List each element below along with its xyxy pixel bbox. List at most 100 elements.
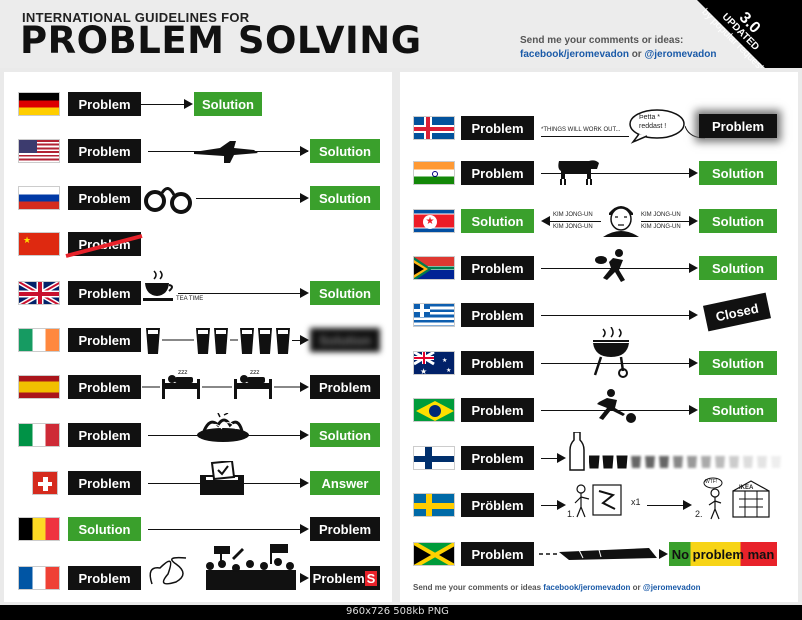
svg-text:zzz: zzz — [250, 369, 259, 376]
wtf-label: WTF! — [705, 479, 718, 485]
row-brazil: Problem Solution — [413, 389, 793, 424]
twitter-link[interactable]: @jeromevadon — [644, 49, 717, 60]
things-will-work-out-label: *THINGS WILL WORK OUT... — [541, 127, 621, 133]
solution-box: Solution — [461, 209, 534, 233]
problem-box-shadowed: Problem — [699, 114, 777, 138]
arrow-line — [541, 458, 561, 459]
image-viewer-status-bar: 960x726 508kb PNG — [0, 605, 802, 620]
problem-box: Problem — [461, 351, 534, 375]
arrow-head — [184, 99, 193, 109]
censor-strike-icon — [65, 234, 143, 258]
row-north-korea: ★ Solution KIM JONG-UN KIM JONG-UN KIM J… — [413, 206, 793, 237]
arrow-head — [557, 453, 566, 463]
footer-twitter-link[interactable]: @jeromevadon — [642, 583, 701, 592]
problem-box: Problem — [461, 446, 534, 470]
row-spain: Problem zzz zzz Problem — [18, 369, 388, 401]
flag-jamaica — [413, 542, 455, 566]
petta-label: Þetta * — [639, 114, 661, 121]
svg-text:★: ★ — [446, 367, 451, 374]
facebook-link[interactable]: facebook/jeromevadon — [520, 49, 629, 60]
arrow-head — [300, 146, 309, 156]
arrow-head-left — [541, 216, 550, 226]
shot-glasses-icon — [589, 455, 781, 469]
kim-jong-un-portrait-icon — [603, 206, 639, 237]
arrow-line — [541, 363, 691, 364]
flag-north-korea: ★ — [413, 209, 455, 233]
ikea-instructions-icon — [574, 484, 622, 518]
row-switzerland: Problem Answer — [18, 461, 388, 497]
answer-box: Answer — [310, 471, 380, 495]
solution-box: Solution — [699, 256, 777, 280]
footer-contact: Send me your comments or ideas facebook/… — [413, 583, 700, 592]
reddast-label: reddast ! — [639, 123, 667, 130]
arrow-line — [541, 136, 629, 137]
problem-box: Problem — [461, 256, 534, 280]
no-problem-man-box: No problem man — [669, 542, 777, 566]
arrow-head — [689, 358, 698, 368]
row-jamaica: Problem No problem man — [413, 542, 793, 568]
problem-box: Problem — [461, 116, 534, 140]
problem-box: Problem — [461, 542, 534, 566]
row-iceland: Problem *THINGS WILL WORK OUT... Þetta *… — [413, 109, 793, 144]
arrow-line — [292, 340, 304, 341]
problems-prefix: Problem — [312, 570, 365, 586]
flag-uk — [18, 281, 60, 305]
arrow-head — [689, 310, 698, 320]
arrow-line — [541, 173, 691, 174]
teacup-icon — [143, 270, 173, 301]
arrow-line — [647, 505, 687, 506]
row-uk: Problem TEA TIME Solution — [18, 270, 388, 307]
solution-box: Solution — [699, 351, 777, 375]
solution-box: Solution — [68, 517, 141, 541]
arrow-line — [148, 529, 302, 530]
svg-text:★: ★ — [420, 367, 427, 375]
arrow-head — [689, 263, 698, 273]
row-germany: Problem Solution — [18, 92, 388, 118]
problem-box: Problem — [68, 328, 141, 352]
flag-greece — [413, 303, 455, 327]
problem-box: Problem — [68, 139, 141, 163]
problem-box: Problem — [461, 398, 534, 422]
kim-label-1: KIM JONG-UN — [553, 212, 593, 218]
problem-box: Problem — [461, 161, 534, 185]
problems-suffix: S — [364, 570, 378, 586]
arrow-line — [196, 198, 302, 199]
arrow-head — [300, 478, 309, 488]
flag-russia — [18, 186, 60, 210]
arrow-head — [300, 524, 309, 534]
solution-box-result: Solution — [699, 209, 777, 233]
contact-line: Send me your comments or ideas: — [520, 35, 684, 46]
flag-italy — [18, 423, 60, 447]
flag-sweden — [413, 493, 455, 517]
vodka-bottle-icon — [569, 432, 585, 471]
row-russia: Problem Solution — [18, 186, 388, 214]
problem-box: Problem — [68, 375, 141, 399]
pints-icon — [146, 328, 290, 354]
contact-or: or — [631, 49, 642, 60]
arrow-head — [300, 288, 309, 298]
barbecue-icon — [593, 327, 629, 378]
problem-box-result: Problem — [310, 375, 380, 399]
solution-box: Solution — [310, 186, 380, 210]
flag-india — [413, 161, 455, 185]
image-info: 960x726 508kb PNG — [346, 606, 449, 617]
problem-box: Problem — [461, 303, 534, 327]
arrow-head — [300, 382, 309, 392]
protest-crowd-icon — [149, 544, 296, 590]
flag-china: ★ — [18, 232, 60, 256]
row-china: ★ Problem — [18, 232, 388, 258]
arrow-head — [689, 405, 698, 415]
confused-ikea-icon — [703, 477, 770, 520]
footer-text: Send me your comments or ideas — [413, 583, 542, 592]
footer-facebook-link[interactable]: facebook/jeromevadon — [543, 583, 631, 592]
problem-label: problem — [692, 546, 744, 562]
solution-box: Solution — [310, 423, 380, 447]
joint-icon — [539, 548, 657, 560]
step-1-label: 1. — [567, 509, 575, 519]
row-greece: Problem Closed — [413, 292, 793, 332]
flag-france — [18, 566, 60, 590]
row-finland: Problem — [413, 432, 793, 472]
problem-box: Problem — [68, 281, 141, 305]
flag-australia: ★ ★ ★ — [413, 351, 455, 375]
